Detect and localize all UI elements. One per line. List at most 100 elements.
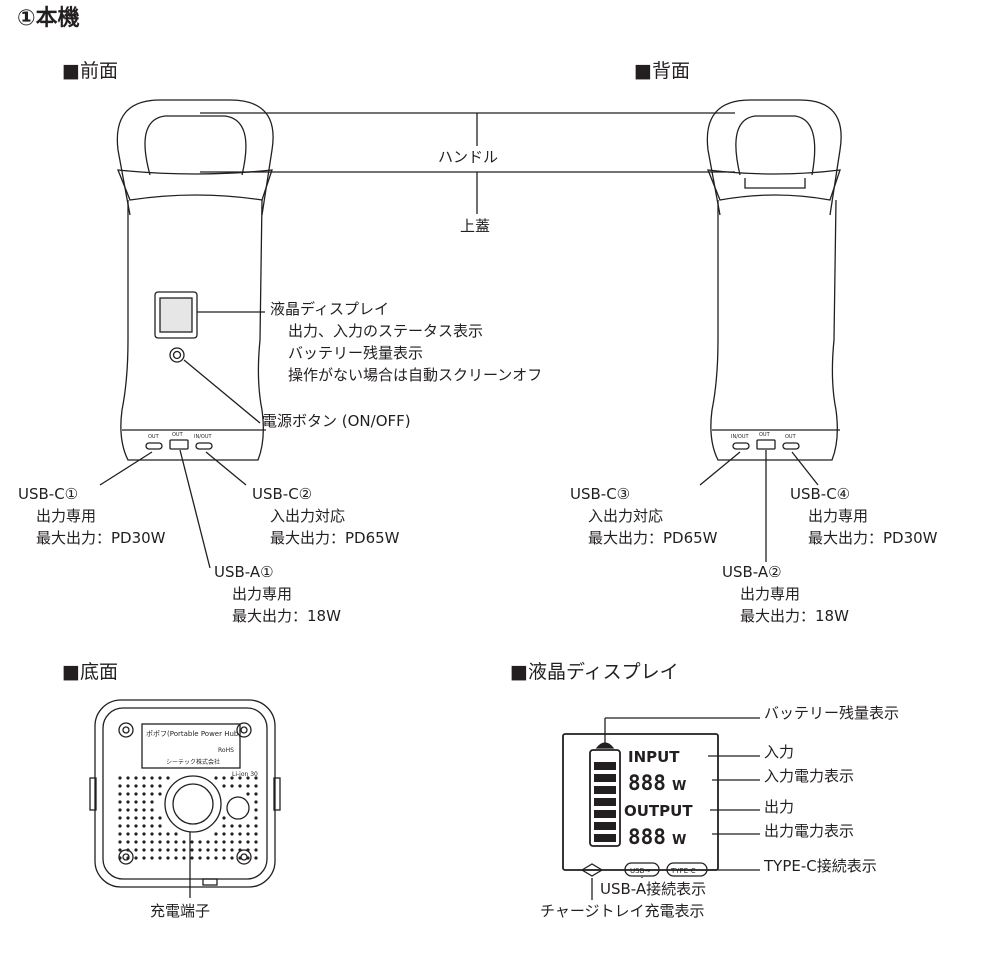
speaker-hole [222, 848, 226, 852]
speaker-hole [118, 776, 122, 780]
speaker-hole [158, 784, 162, 788]
speaker-hole [190, 848, 194, 852]
power-button-label: 電源ボタン (ON/OFF) [262, 412, 411, 430]
speaker-hole [254, 816, 258, 820]
speaker-hole [118, 856, 122, 860]
section-bottom: ■底面 [62, 661, 118, 683]
speaker-hole [134, 800, 138, 804]
speaker-hole [254, 800, 258, 804]
speaker-hole [198, 840, 202, 844]
usbc1-line2: 最大出力：PD30W [36, 529, 166, 547]
speaker-hole [198, 848, 202, 852]
speaker-hole [222, 776, 226, 780]
speaker-hole [166, 848, 170, 852]
speaker-hole [206, 848, 210, 852]
speaker-hole [142, 800, 146, 804]
usbc3-name: USB-C③ [570, 485, 631, 503]
speaker-hole [190, 856, 194, 860]
speaker-hole [158, 824, 162, 828]
speaker-hole [142, 816, 146, 820]
speaker-hole [254, 848, 258, 852]
speaker-hole [238, 824, 242, 828]
speaker-hole [214, 840, 218, 844]
speaker-hole [230, 776, 234, 780]
speaker-hole [182, 856, 186, 860]
speaker-hole [222, 840, 226, 844]
speaker-hole [126, 792, 130, 796]
speaker-hole [214, 856, 218, 860]
battery-level-icon [594, 762, 616, 842]
speaker-hole [142, 824, 146, 828]
speaker-hole [150, 816, 154, 820]
bottom-label-maker: シーテック株式会社 [166, 758, 220, 766]
speaker-hole [174, 840, 178, 844]
page-title: ①本機 [17, 6, 80, 31]
speaker-hole [254, 784, 258, 788]
speaker-hole [158, 792, 162, 796]
speaker-hole [118, 816, 122, 820]
speaker-hole [254, 776, 258, 780]
speaker-hole [182, 840, 186, 844]
speaker-hole [126, 824, 130, 828]
section-back: ■背面 [634, 60, 690, 82]
speaker-hole [230, 856, 234, 860]
speaker-hole [246, 784, 250, 788]
lcd-typec-icon-text: TYPE-C [670, 867, 696, 875]
speaker-hole [134, 792, 138, 796]
speaker-hole [134, 808, 138, 812]
speaker-hole [150, 792, 154, 796]
speaker-hole [254, 856, 258, 860]
speaker-hole [134, 840, 138, 844]
lid-label: 上蓋 [460, 217, 491, 235]
speaker-hole [230, 848, 234, 852]
usbc3-line2: 最大出力：PD65W [588, 529, 718, 547]
lcd-callout-tray: チャージトレイ充電表示 [540, 902, 705, 920]
speaker-hole [126, 808, 130, 812]
front-port-mark-inout: IN/OUT [194, 434, 212, 440]
speaker-hole [222, 784, 226, 788]
speaker-hole [230, 824, 234, 828]
lcd-usb-icon-text: USB→ [630, 867, 650, 875]
bottom-label-liion: Li-ion 30 [232, 771, 258, 778]
speaker-hole [238, 832, 242, 836]
speaker-hole [142, 792, 146, 796]
speaker-hole [126, 800, 130, 804]
speaker-hole [166, 840, 170, 844]
front-port-mark-usba: OUT [172, 432, 184, 438]
usba1-name: USB-A① [214, 563, 274, 581]
speaker-hole [134, 848, 138, 852]
speaker-hole [150, 776, 154, 780]
speaker-hole [238, 784, 242, 788]
speaker-hole [222, 816, 226, 820]
speaker-hole [238, 840, 242, 844]
speaker-hole [150, 800, 154, 804]
section-lcd: ■液晶ディスプレイ [510, 661, 679, 683]
speaker-hole [150, 856, 154, 860]
lcd-label-line2: バッテリー残量表示 [288, 344, 424, 362]
speaker-hole [166, 856, 170, 860]
speaker-hole [246, 856, 250, 860]
speaker-hole [158, 848, 162, 852]
usbc2-name: USB-C② [252, 485, 313, 503]
speaker-hole [214, 776, 218, 780]
speaker-hole [254, 824, 258, 828]
lcd-input-unit: W [672, 779, 686, 794]
speaker-hole [126, 776, 130, 780]
speaker-hole [118, 824, 122, 828]
front-port-mark-out: OUT [148, 434, 160, 440]
speaker-hole [126, 816, 130, 820]
speaker-hole [118, 792, 122, 796]
speaker-hole [150, 808, 154, 812]
speaker-hole [174, 856, 178, 860]
speaker-hole [118, 784, 122, 788]
lcd-callout-output: 出力 [764, 798, 795, 816]
speaker-hole [118, 808, 122, 812]
usbc1-name: USB-C① [18, 485, 79, 503]
usba1-line2: 最大出力：18W [232, 607, 341, 625]
speaker-hole [254, 808, 258, 812]
lcd-callout-typec: TYPE-C接続表示 [764, 857, 877, 875]
speaker-hole [238, 848, 242, 852]
speaker-hole [158, 776, 162, 780]
speaker-hole [174, 832, 178, 836]
speaker-hole [142, 808, 146, 812]
